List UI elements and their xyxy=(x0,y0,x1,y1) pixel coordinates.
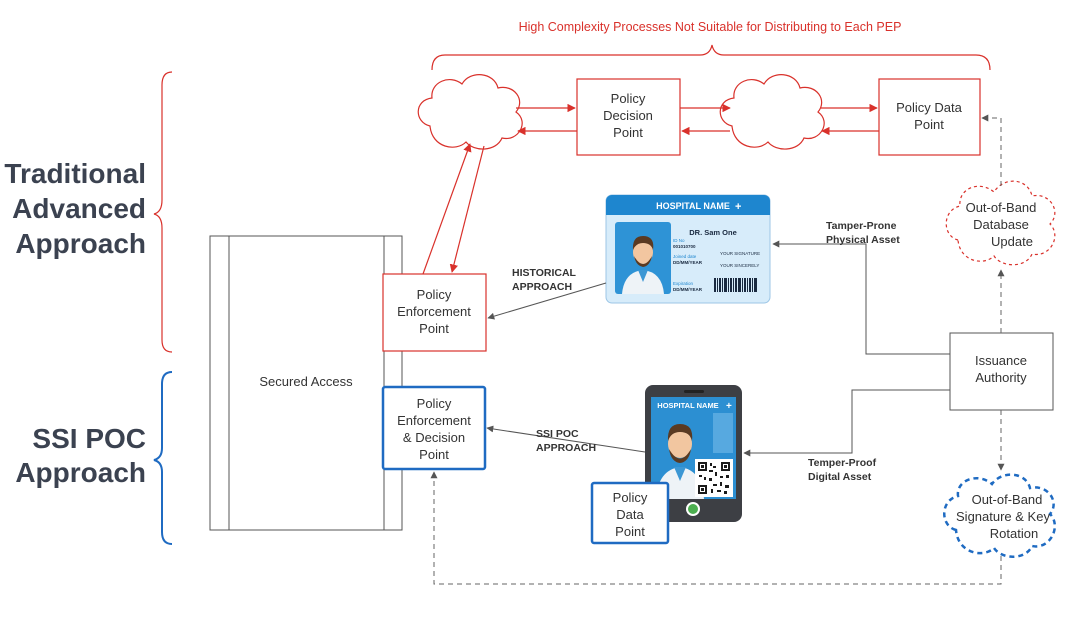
svg-text:Policy: Policy xyxy=(417,287,452,302)
phone-hospital-name: HOSPITAL NAME xyxy=(657,401,718,410)
svg-text:Authority: Authority xyxy=(975,370,1027,385)
svg-text:Out-of-Band: Out-of-Band xyxy=(966,200,1037,215)
policy-data-point-top-box xyxy=(878,78,981,156)
policy-enforcement-point-box xyxy=(382,273,487,352)
ssi-approach-label: SSI POC Approach xyxy=(15,423,146,488)
hospital-id-card: HOSPITAL NAME + DR. Sam One ID No 001010… xyxy=(605,194,771,304)
svg-text:Policy: Policy xyxy=(417,396,452,411)
svg-text:Data: Data xyxy=(616,507,644,522)
svg-text:Approach: Approach xyxy=(15,228,146,259)
svg-text:DD/MM/YEAR: DD/MM/YEAR xyxy=(673,287,703,292)
svg-text:Database: Database xyxy=(973,217,1029,232)
cloud-left xyxy=(417,74,523,150)
svg-text:Physical Asset: Physical Asset xyxy=(826,234,900,246)
issuance-authority-label: Issuance Authority xyxy=(975,353,1027,385)
card-barcode xyxy=(714,278,757,292)
issuance-authority-box xyxy=(949,332,1054,411)
svg-text:YOUR SINCERELY: YOUR SINCERELY xyxy=(720,263,759,268)
cloud-middle xyxy=(719,74,825,150)
card-plus-icon: + xyxy=(735,201,741,213)
ssi-brace xyxy=(153,371,173,545)
svg-text:Tamper-Prone: Tamper-Prone xyxy=(826,220,897,232)
database-update-label: Out-of-Band Database Update xyxy=(966,200,1037,249)
svg-text:Approach: Approach xyxy=(15,457,146,488)
svg-text:DD/MM/YEAR: DD/MM/YEAR xyxy=(673,260,703,265)
svg-text:Traditional: Traditional xyxy=(4,158,146,189)
svg-text:APPROACH: APPROACH xyxy=(536,442,596,454)
policy-decision-point-label: Policy Decision Point xyxy=(603,91,653,140)
policy-data-point-ssi-box xyxy=(590,481,670,545)
policy-data-point-top-label: Policy Data Point xyxy=(896,100,963,132)
svg-text:Temper-Proof: Temper-Proof xyxy=(808,457,877,469)
secured-access-label: Secured Access xyxy=(259,374,353,389)
svg-text:Policy: Policy xyxy=(611,91,646,106)
policy-enforcement-point-label: Policy Enforcement Point xyxy=(397,287,471,336)
policy-data-point-ssi-label: Policy Data Point xyxy=(613,490,648,539)
svg-text:Joined date: Joined date xyxy=(673,254,697,259)
svg-text:ID No: ID No xyxy=(673,238,685,243)
historical-approach-label: HISTORICAL APPROACH xyxy=(512,267,577,293)
traditional-brace xyxy=(153,71,173,353)
key-rotation-cloud xyxy=(943,473,1057,558)
tamper-proof-label: Temper-Proof Digital Asset xyxy=(808,457,877,483)
svg-text:Out-of-Band: Out-of-Band xyxy=(972,492,1043,507)
svg-text:Decision: Decision xyxy=(603,108,653,123)
secured-access-box xyxy=(209,235,403,531)
database-update-cloud xyxy=(945,180,1056,266)
svg-text:Point: Point xyxy=(419,447,449,462)
policy-decision-point-box xyxy=(576,78,681,156)
svg-text:SSI POC: SSI POC xyxy=(32,423,146,454)
tamper-prone-label: Tamper-Prone Physical Asset xyxy=(826,220,900,246)
arrow-pep-to-cloud xyxy=(422,143,472,275)
svg-text:APPROACH: APPROACH xyxy=(512,281,572,293)
svg-text:Point: Point xyxy=(914,117,944,132)
svg-text:& Decision: & Decision xyxy=(403,430,465,445)
arrow-key-rotation-to-pedp xyxy=(430,471,1002,585)
ssi-poc-approach-label: SSI POC APPROACH xyxy=(536,428,596,454)
traditional-approach-label: Traditional Advanced Approach xyxy=(4,158,146,259)
qr-code-icon xyxy=(695,459,733,497)
top-note: High Complexity Processes Not Suitable f… xyxy=(519,20,902,34)
svg-text:Advanced: Advanced xyxy=(12,193,146,224)
card-doctor-name: DR. Sam One xyxy=(689,228,737,237)
svg-text:Policy Data: Policy Data xyxy=(896,100,963,115)
top-brace xyxy=(431,44,991,71)
policy-enforcement-decision-point-label: Policy Enforcement & Decision Point xyxy=(397,396,471,462)
svg-text:SSI POC: SSI POC xyxy=(536,428,579,440)
svg-text:Point: Point xyxy=(615,524,645,539)
svg-text:Expiration: Expiration xyxy=(673,281,694,286)
svg-text:001010700: 001010700 xyxy=(673,244,696,249)
card-hospital-name: HOSPITAL NAME xyxy=(656,201,730,211)
svg-text:Signature & Key: Signature & Key xyxy=(956,509,1050,524)
svg-text:HISTORICAL: HISTORICAL xyxy=(512,267,577,279)
svg-text:Enforcement: Enforcement xyxy=(397,413,471,428)
svg-text:Policy: Policy xyxy=(613,490,648,505)
policy-enforcement-decision-point-box xyxy=(381,385,487,471)
arrow-cloud-to-pep xyxy=(449,145,485,273)
arrow-issuance-to-card xyxy=(772,240,950,355)
svg-text:Rotation: Rotation xyxy=(990,526,1038,541)
svg-text:Issuance: Issuance xyxy=(975,353,1027,368)
arrow-card-to-pep xyxy=(487,282,607,320)
key-rotation-label: Out-of-Band Signature & Key Rotation xyxy=(956,492,1050,541)
arrow-db-update-to-policy-data xyxy=(981,114,1002,186)
arrow-issuance-to-phone xyxy=(743,389,950,457)
svg-text:Update: Update xyxy=(991,234,1033,249)
phone-plus-icon: + xyxy=(726,401,732,412)
svg-text:Digital Asset: Digital Asset xyxy=(808,471,872,483)
svg-text:Point: Point xyxy=(613,125,643,140)
svg-text:Point: Point xyxy=(419,321,449,336)
svg-text:Enforcement: Enforcement xyxy=(397,304,471,319)
arrow-phone-to-pedp xyxy=(486,425,646,453)
svg-text:YOUR SIGNATURE: YOUR SIGNATURE xyxy=(720,251,760,256)
